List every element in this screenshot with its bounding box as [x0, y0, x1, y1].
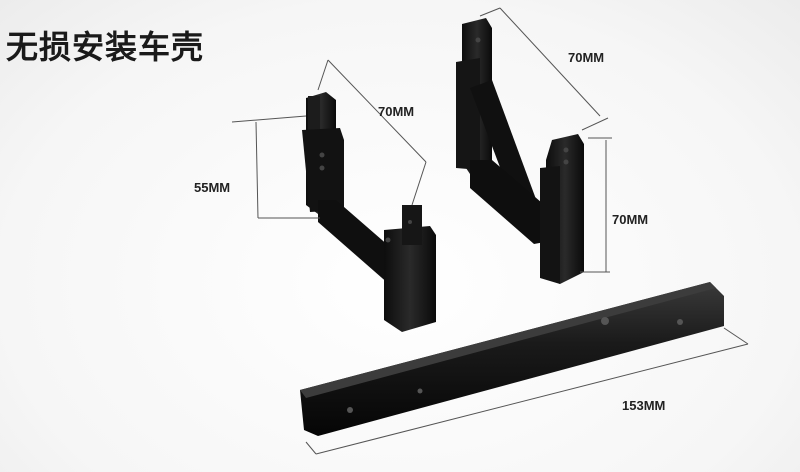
right-bracket: [456, 18, 584, 284]
product-title: 无损安装车壳: [6, 28, 205, 66]
bar-length-label: 153MM: [622, 398, 666, 413]
left-height-label: 55MM: [194, 180, 231, 195]
left-depth-label: 70MM: [378, 104, 415, 119]
dimension-lines: [231, 7, 749, 455]
right-height-label: 70MM: [612, 212, 649, 227]
left-bracket: [302, 92, 436, 332]
right-depth-label: 70MM: [568, 50, 605, 65]
cross-bar: [300, 282, 724, 436]
